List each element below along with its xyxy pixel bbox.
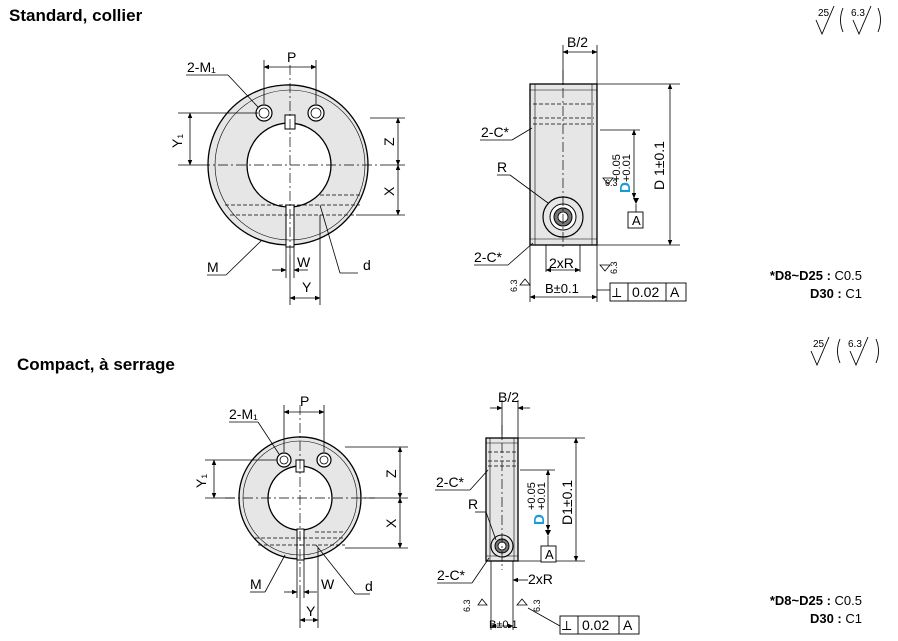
chamfer-note-line2-label: D30 : bbox=[809, 286, 842, 301]
label-p: P bbox=[300, 393, 309, 409]
compact-roughness-symbol: 25 6.3 bbox=[810, 336, 879, 367]
svg-text:0.02: 0.02 bbox=[582, 617, 609, 633]
section-title-standard: Standard, collier bbox=[9, 6, 143, 25]
svg-text:0.02: 0.02 bbox=[632, 284, 659, 300]
svg-text:A: A bbox=[545, 547, 554, 562]
chamfer-note-line1-label: *D8~D25 : bbox=[769, 268, 831, 283]
compact-side-dimensions bbox=[435, 400, 585, 630]
label-m: M bbox=[250, 576, 262, 592]
svg-text:⟂: ⟂ bbox=[612, 284, 622, 300]
label-bore-d: D bbox=[531, 514, 548, 525]
compact-side-labels: B/2 2-C* R 2-C* 2xR B±0.1 D1±0.1 D +0.05… bbox=[436, 389, 575, 631]
label-z: Z bbox=[383, 469, 399, 478]
compact-front-dimensions bbox=[205, 405, 408, 628]
label-z: Z bbox=[381, 137, 397, 146]
label-2xr: 2xR bbox=[528, 571, 553, 587]
label-p: P bbox=[287, 49, 296, 65]
label-d1: D 1±0.1 bbox=[651, 141, 667, 190]
compact-front-labels: 2-M₁ P Y₁ Z X M W d Y bbox=[193, 393, 399, 619]
label-w: W bbox=[297, 254, 311, 270]
label-bore-d: D bbox=[617, 182, 634, 193]
svg-text:6.3: 6.3 bbox=[851, 8, 865, 19]
compact-side-view bbox=[485, 425, 519, 570]
label-radius: R bbox=[497, 159, 507, 175]
standard-side-view bbox=[529, 70, 598, 250]
standard-front-dimensions bbox=[178, 60, 405, 305]
label-y: Y bbox=[302, 279, 312, 295]
chamfer-note-line1-value: C0.5 bbox=[834, 593, 862, 608]
chamfer-note-line2-value: C1 bbox=[845, 611, 862, 626]
label-bore-tol-upper: +0.05 bbox=[526, 482, 538, 510]
svg-text:A: A bbox=[623, 617, 633, 633]
label-roughness-small-1: 6.3 bbox=[509, 279, 519, 292]
label-bore-tol-upper: +0.05 bbox=[611, 154, 623, 182]
svg-text:6.3: 6.3 bbox=[848, 339, 862, 350]
label-b-tol: B±0.1 bbox=[489, 619, 518, 631]
label-roughness-small-2: 6.3 bbox=[532, 599, 542, 612]
label-d: d bbox=[365, 578, 373, 594]
label-w: W bbox=[321, 576, 335, 592]
chamfer-note-line1-value: C0.5 bbox=[834, 268, 862, 283]
svg-text:⟂: ⟂ bbox=[562, 617, 572, 633]
label-2-m1: 2-M₁ bbox=[229, 406, 258, 422]
label-x: X bbox=[383, 518, 399, 528]
label-roughness-small-1: 6.3 bbox=[462, 599, 472, 612]
svg-text:25: 25 bbox=[813, 339, 825, 350]
label-roughness-small-2: 6.3 bbox=[609, 261, 619, 274]
label-2xr: 2xR bbox=[549, 255, 574, 271]
label-roughness-small-3: 6.3 bbox=[605, 178, 618, 188]
label-radius: R bbox=[468, 496, 478, 512]
compact-front-view bbox=[225, 405, 375, 590]
standard-datum-box: A bbox=[627, 211, 644, 229]
label-d1: D1±0.1 bbox=[559, 480, 575, 525]
standard-side-labels: B/2 2-C* R 2-C* 2xR B±0.1 D 1±0.1 D +0.0… bbox=[474, 34, 667, 296]
label-y: Y bbox=[306, 603, 316, 619]
label-y1: Y₁ bbox=[169, 134, 185, 148]
standard-side-dimensions bbox=[474, 45, 680, 302]
section-title-compact: Compact, à serrage bbox=[17, 355, 175, 374]
label-b-half: B/2 bbox=[498, 389, 519, 405]
label-x: X bbox=[381, 186, 397, 196]
label-y1: Y₁ bbox=[193, 474, 209, 488]
label-bore-tol-lower: +0.01 bbox=[621, 154, 633, 182]
label-chamfer-top: 2-C* bbox=[436, 474, 465, 490]
svg-text:25: 25 bbox=[818, 8, 830, 19]
standard-front-labels: 2-M₁ P Y₁ Z X M W d Y bbox=[169, 49, 397, 295]
label-b-tol: B±0.1 bbox=[545, 281, 579, 296]
svg-text:A: A bbox=[670, 284, 680, 300]
label-2-m1: 2-M₁ bbox=[187, 59, 216, 75]
compact-tolerance-frame: ⟂ 0.02 A bbox=[527, 607, 640, 635]
label-m: M bbox=[207, 259, 219, 275]
standard-tolerance-frame: ⟂ 0.02 A bbox=[597, 282, 687, 302]
label-b-half: B/2 bbox=[567, 34, 588, 50]
label-bore-tol-lower: +0.01 bbox=[536, 482, 548, 510]
label-chamfer-bottom: 2-C* bbox=[437, 567, 466, 583]
chamfer-note-line2-value: C1 bbox=[845, 286, 862, 301]
chamfer-note-line1-label: *D8~D25 : bbox=[769, 593, 831, 608]
chamfer-note-compact: *D8~D25 : C0.5 D30 : C1 bbox=[752, 593, 862, 626]
svg-text:A: A bbox=[632, 213, 641, 228]
chamfer-note-standard: *D8~D25 : C0.5 D30 : C1 bbox=[752, 268, 862, 301]
compact-datum-box: A bbox=[540, 545, 557, 563]
standard-roughness-symbol: 25 6.3 bbox=[815, 5, 881, 36]
chamfer-note-line2-label: D30 : bbox=[809, 611, 842, 626]
label-chamfer-bottom: 2-C* bbox=[474, 249, 503, 265]
standard-front-view bbox=[200, 65, 380, 255]
label-d: d bbox=[363, 257, 371, 273]
label-chamfer-top: 2-C* bbox=[481, 124, 510, 140]
